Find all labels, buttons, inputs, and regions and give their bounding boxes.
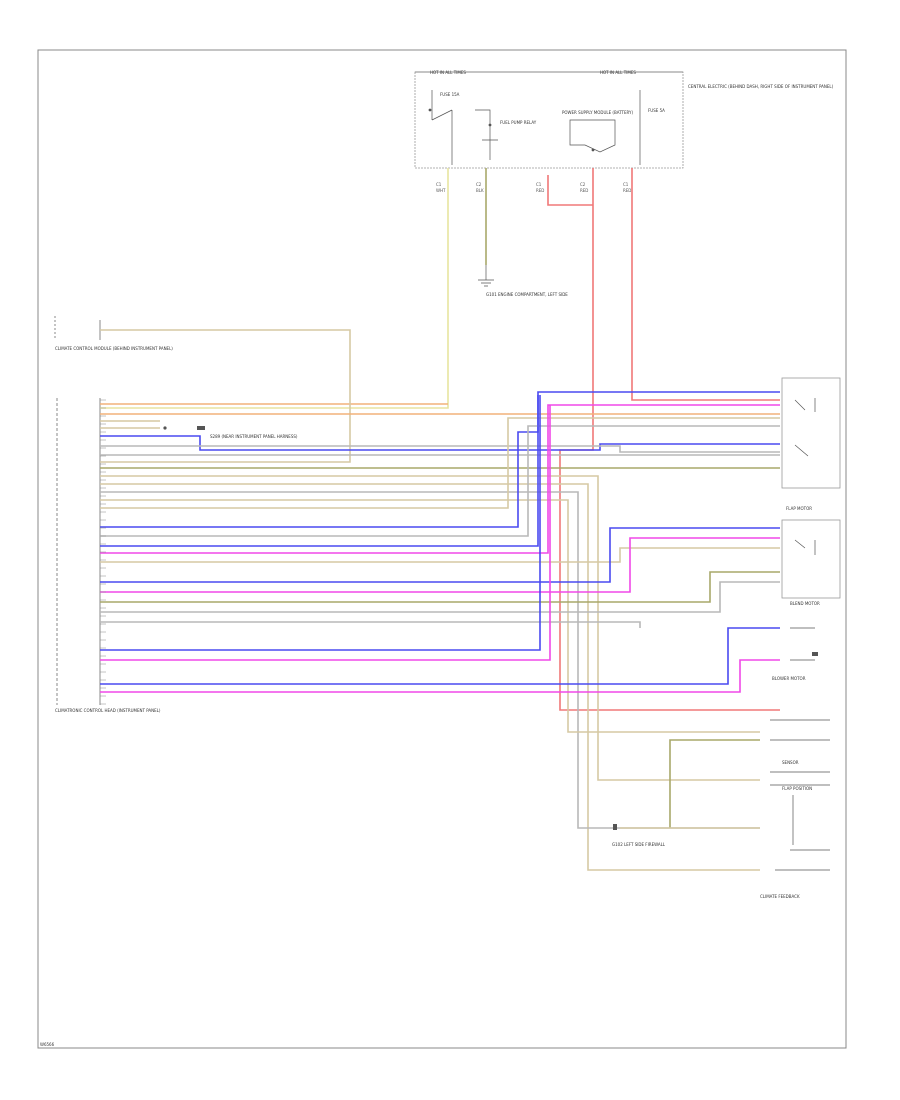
ground-g101: G101 ENGINE COMPARTMENT, LEFT SIDE [478, 265, 568, 297]
ground-g102: G102 LEFT SIDE FIREWALL [612, 824, 666, 847]
climatronic-control-head: CLIMATRONIC CONTROL HEAD (INSTRUMENT PAN… [55, 398, 161, 713]
wire-tan-14 [100, 475, 760, 781]
svg-text:BLK: BLK [476, 188, 484, 193]
svg-text:C2: C2 [476, 182, 482, 187]
fuse-panel-right-header: HOT IN ALL TIMES [600, 70, 636, 75]
wire-gray-20 [100, 425, 780, 537]
wire-red-2 [547, 175, 593, 206]
wire-magenta-30 [100, 405, 551, 661]
wire-olive-33 [669, 739, 760, 828]
svg-text:WHT: WHT [436, 188, 446, 193]
right-component-2-label: BLEND MOTOR [790, 601, 820, 606]
wire-red-4 [631, 168, 780, 401]
right-component-1: FLAP MOTOR [781, 377, 841, 511]
left-bottom-component-label: CLIMATRONIC CONTROL HEAD (INSTRUMENT PAN… [55, 708, 161, 713]
right-component-5-label: FLAP POSITION [782, 786, 812, 791]
wire-tan-6 [100, 329, 351, 463]
footer-code: W6566 [40, 1042, 55, 1047]
right-component-5: FLAP POSITION [770, 771, 830, 791]
wire-olive-26 [100, 571, 780, 603]
wire-tan-15 [100, 483, 760, 871]
wire-magenta-25 [100, 537, 780, 593]
fuse-left-label: FUSE 15A [440, 92, 460, 97]
svg-text:RED: RED [580, 188, 588, 193]
svg-text:RED: RED [623, 188, 631, 193]
splice-label: S289 (NEAR INSTRUMENT PANEL HARNESS) [210, 434, 298, 439]
left-top-component-label: CLIMATE CONTROL MODULE (BEHIND INSTRUMEN… [55, 346, 173, 351]
svg-text:C1: C1 [536, 182, 542, 187]
right-component-6: CLIMATE FEEDBACK [760, 795, 830, 899]
wire-blue-29 [100, 395, 541, 651]
right-component-3-label: BLOWER MOTOR [772, 676, 806, 681]
fuse-right-label: FUSE 5A [648, 108, 665, 113]
wire-yellow-0 [100, 168, 449, 409]
page-frame [37, 49, 847, 1049]
wire-tan-18 [100, 417, 780, 509]
climate-control-module: CLIMATE CONTROL MODULE (BEHIND INSTRUMEN… [54, 316, 173, 351]
wire-blue-21 [100, 395, 539, 547]
wire-tan-23 [100, 547, 780, 563]
central-electric-title: CENTRAL ELECTRIC (BEHIND DASH, RIGHT SID… [688, 84, 834, 89]
module-label: POWER SUPPLY MODULE (BATTERY) [562, 110, 633, 115]
svg-text:C1: C1 [623, 182, 629, 187]
wire-magenta-22 [100, 404, 780, 554]
right-component-1-label: FLAP MOTOR [786, 506, 812, 511]
wire-magenta-32 [100, 659, 780, 693]
splice-s289: S289 (NEAR INSTRUMENT PANEL HARNESS) [163, 426, 298, 439]
wire-gray-11 [100, 445, 780, 453]
wire-blue-31 [100, 627, 780, 685]
wire-blue-19 [100, 391, 780, 528]
wire-tan-17 [100, 499, 760, 733]
svg-text:C2: C2 [580, 182, 586, 187]
svg-text:RED: RED [536, 188, 544, 193]
ground-mid-label: G101 ENGINE COMPARTMENT, LEFT SIDE [486, 292, 568, 297]
svg-text:C1: C1 [436, 182, 442, 187]
wire-harness [100, 168, 780, 871]
wire-blue-10 [100, 435, 780, 451]
wire-gray-27 [100, 581, 780, 613]
wire-gray-28 [100, 621, 641, 628]
fuse-panel-left-header: HOT IN ALL TIMES [430, 70, 466, 75]
wire-blue-24 [100, 527, 780, 583]
right-component-2: BLEND MOTOR [781, 519, 841, 606]
fuse-panel: HOT IN ALL TIMES HOT IN ALL TIMES FUSE 1… [414, 70, 834, 169]
relay-left-label: FUEL PUMP RELAY [500, 120, 537, 125]
bottom-ground-label: G102 LEFT SIDE FIREWALL [612, 842, 666, 847]
right-component-3: BLOWER MOTOR [772, 627, 818, 681]
right-component-6-label: CLIMATE FEEDBACK [760, 894, 800, 899]
right-component-4-label: SENSOR [782, 760, 799, 765]
right-component-4: SENSOR [770, 719, 830, 765]
